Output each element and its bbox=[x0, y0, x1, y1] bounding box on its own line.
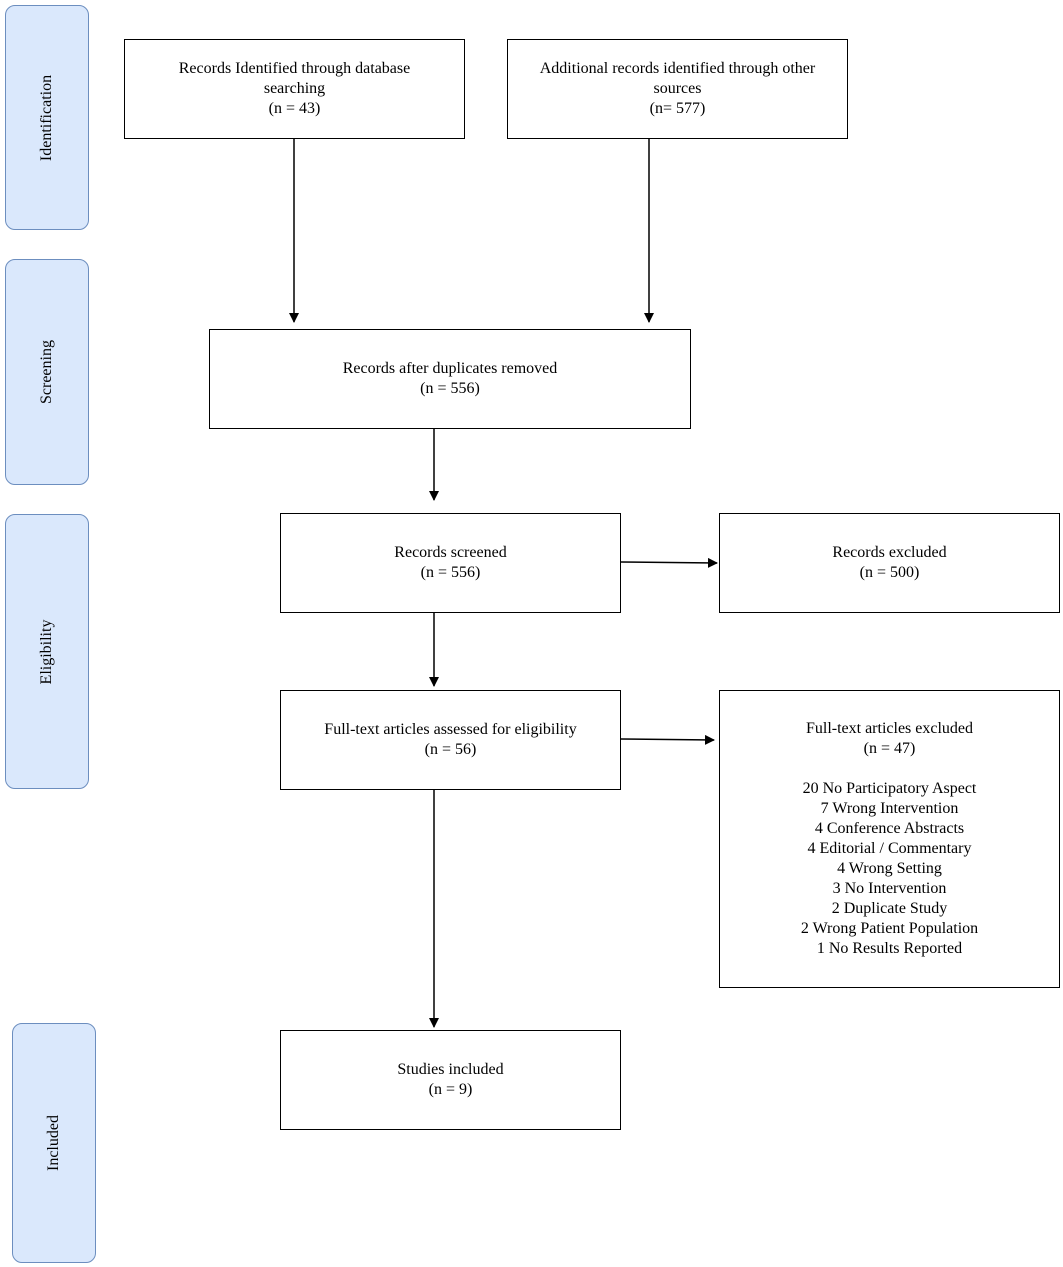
other-sources-line1: Additional records identified through ot… bbox=[539, 60, 816, 77]
exclusion-reason: 4 Editorial / Commentary bbox=[807, 840, 972, 857]
exclusion-reason: 1 No Results Reported bbox=[816, 940, 963, 957]
exclusion-reason: 2 Duplicate Study bbox=[831, 900, 948, 917]
duplicates-removed-label: Records after duplicates removed bbox=[342, 360, 558, 377]
box-database-search: Records Identified through database sear… bbox=[124, 39, 465, 139]
box-fulltext-excluded: Full-text articles excluded (n = 47) 20 … bbox=[719, 690, 1060, 988]
studies-included-label: Studies included bbox=[397, 1061, 504, 1078]
records-screened-count: (n = 556) bbox=[420, 564, 481, 581]
exclusion-reason: 3 No Intervention bbox=[832, 880, 947, 897]
exclusion-reason: 7 Wrong Intervention bbox=[820, 800, 959, 817]
box-records-excluded: Records excluded (n = 500) bbox=[719, 513, 1060, 613]
exclusion-reason: 4 Wrong Setting bbox=[837, 860, 942, 877]
arrow-screened-to-excluded bbox=[620, 557, 718, 568]
records-screened-label: Records screened bbox=[394, 544, 507, 561]
phase-eligibility: Eligibility bbox=[5, 514, 89, 789]
box-studies-included: Studies included (n = 9) bbox=[280, 1030, 621, 1130]
database-search-count: (n = 43) bbox=[268, 100, 321, 117]
box-records-screened: Records screened (n = 556) bbox=[280, 513, 621, 613]
fulltext-assessed-count: (n = 56) bbox=[424, 741, 477, 758]
fulltext-excluded-count: (n = 47) bbox=[863, 740, 916, 757]
database-search-line1: Records Identified through database bbox=[178, 60, 411, 77]
database-search-line2: searching bbox=[263, 80, 326, 97]
records-excluded-count: (n = 500) bbox=[859, 564, 920, 581]
phase-included: Included bbox=[12, 1023, 96, 1263]
other-sources-line2: sources bbox=[653, 80, 702, 97]
duplicates-removed-count: (n = 556) bbox=[420, 380, 480, 397]
exclusion-reason: 20 No Participatory Aspect bbox=[802, 780, 977, 797]
other-sources-count: (n= 577) bbox=[649, 100, 706, 117]
exclusion-reason: 4 Conference Abstracts bbox=[814, 820, 965, 837]
exclusion-reason: 2 Wrong Patient Population bbox=[800, 920, 979, 937]
arrow-fulltext-to-excluded bbox=[620, 734, 715, 745]
box-duplicates-removed: Records after duplicates removed (n = 55… bbox=[209, 329, 691, 429]
phase-identification: Identification bbox=[5, 5, 89, 230]
box-other-sources: Additional records identified through ot… bbox=[507, 39, 848, 139]
fulltext-assessed-label: Full-text articles assessed for eligibil… bbox=[324, 721, 577, 738]
studies-included-count: (n = 9) bbox=[428, 1081, 473, 1098]
fulltext-excluded-label: Full-text articles excluded bbox=[805, 720, 974, 737]
box-fulltext-assessed: Full-text articles assessed for eligibil… bbox=[280, 690, 621, 790]
phase-screening: Screening bbox=[5, 259, 89, 485]
records-excluded-label: Records excluded bbox=[832, 544, 947, 561]
